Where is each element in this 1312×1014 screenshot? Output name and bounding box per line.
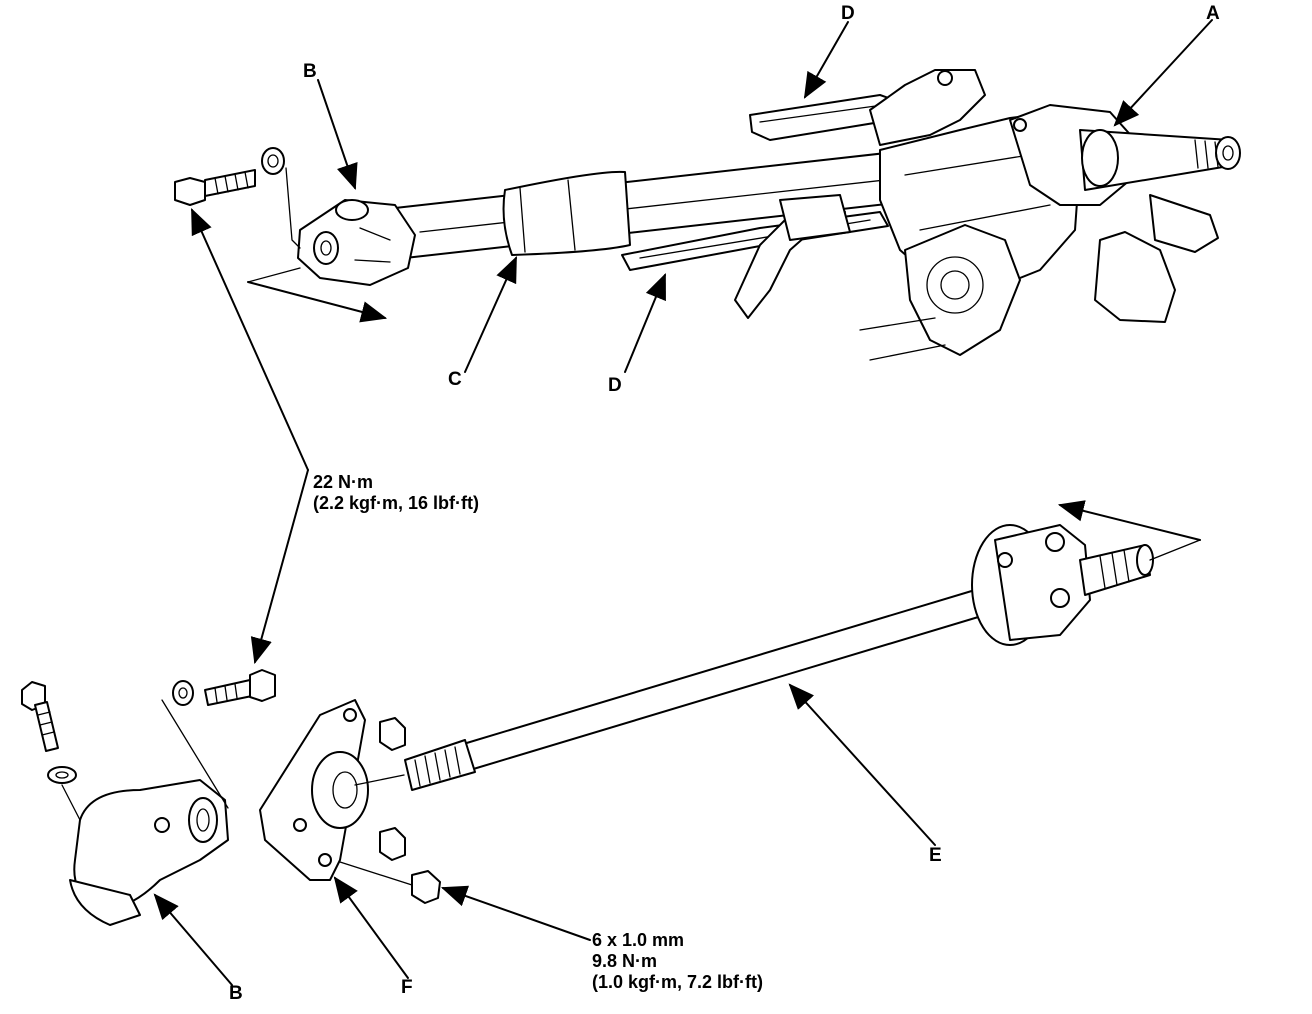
mounting-plate-f <box>259 699 369 881</box>
label-b-bottom: B <box>229 983 243 1004</box>
universal-joint-b-lower <box>69 779 229 926</box>
leader-torque-bolt-down <box>250 469 309 665</box>
steering-column-assembly <box>394 69 1241 361</box>
torque-spec-nut-line3: (1.0 kgf·m, 7.2 lbf·ft) <box>592 972 764 992</box>
leader-b-top <box>317 79 358 191</box>
flange-nut-upper <box>379 717 406 751</box>
torque-spec-nut: 6 x 1.0 mm 9.8 N·m (1.0 kgf·m, 7.2 lbf·f… <box>592 930 763 993</box>
label-c: C <box>448 369 462 390</box>
flange-nut-lower <box>411 870 441 904</box>
upper-joint-bolt <box>174 169 256 206</box>
lower-joint-bolt <box>21 681 59 752</box>
torque-spec-nut-line2: 9.8 N·m <box>592 951 658 971</box>
leader-e <box>788 683 936 846</box>
collar-c <box>502 170 631 256</box>
universal-joint-b-upper <box>297 199 416 286</box>
torque-spec-bolt: 22 N·m (2.2 kgf·m, 16 lbf·ft) <box>313 472 479 514</box>
leader-f <box>333 876 409 979</box>
label-d-top: D <box>841 3 855 24</box>
leader-c <box>464 256 517 373</box>
leader-torque-bolt-up <box>191 208 309 471</box>
label-e: E <box>929 845 942 866</box>
label-a: A <box>1206 3 1220 24</box>
leader-d-bottom <box>624 272 666 373</box>
torque-spec-bolt-line1: 22 N·m <box>313 472 374 492</box>
leader-a <box>1113 19 1213 127</box>
label-f: F <box>401 977 413 998</box>
intermediate-shaft-e <box>404 524 1154 791</box>
leader-torque-nut <box>440 885 591 941</box>
label-d-bottom: D <box>608 375 622 396</box>
torque-spec-nut-line1: 6 x 1.0 mm <box>592 930 685 950</box>
label-b-top: B <box>303 61 317 82</box>
leader-b-bottom <box>153 893 233 986</box>
lower-washer-left <box>47 766 77 784</box>
plate-washer <box>172 680 194 706</box>
leader-d-top <box>803 21 849 99</box>
torque-spec-bolt-line2: (2.2 kgf·m, 16 lbf·ft) <box>313 493 480 513</box>
upper-washer <box>261 147 285 175</box>
flange-nut-middle <box>379 827 406 861</box>
plate-bolt <box>204 669 276 706</box>
